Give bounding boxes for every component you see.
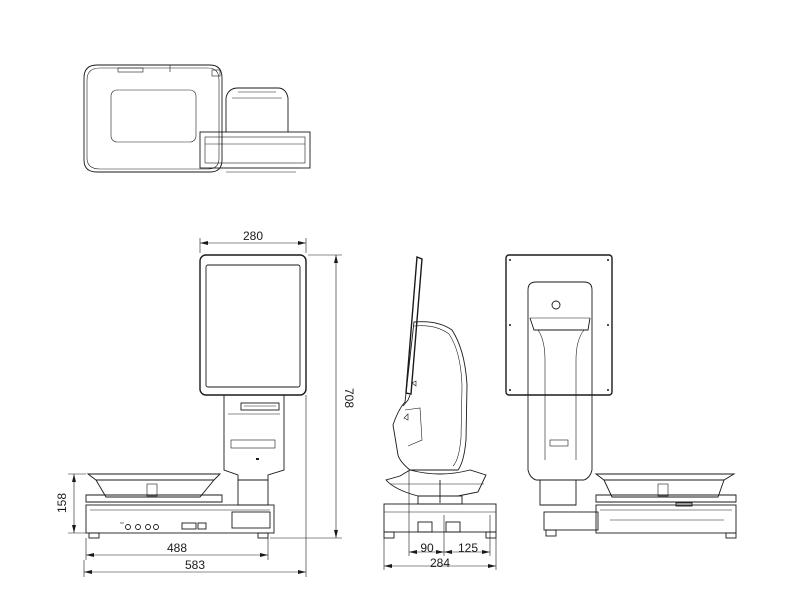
dim-platter-height: 158 [55, 493, 69, 513]
dim-overall-width: 583 [185, 558, 205, 572]
dim-base-width: 488 [167, 541, 187, 555]
front-view [85, 254, 307, 539]
rear-view [505, 254, 737, 539]
side-display [405, 255, 423, 395]
side-dimensions [383, 470, 497, 570]
dim-side-depth: 284 [430, 556, 450, 570]
rear-display-back [505, 254, 613, 396]
side-base [383, 503, 497, 533]
dim-side-rear: 125 [458, 541, 478, 555]
rear-base [595, 504, 737, 534]
dim-display-width: 280 [243, 229, 263, 243]
side-view [383, 255, 497, 539]
scale-base [85, 504, 275, 534]
platter-rim [86, 473, 222, 481]
printer-slot [240, 402, 280, 411]
front-dimensions [68, 238, 342, 577]
dim-side-front: 90 [420, 541, 434, 555]
display-screen [205, 264, 301, 388]
display-panel [199, 254, 307, 396]
top-view [83, 64, 311, 173]
dim-overall-height: 708 [342, 388, 356, 408]
